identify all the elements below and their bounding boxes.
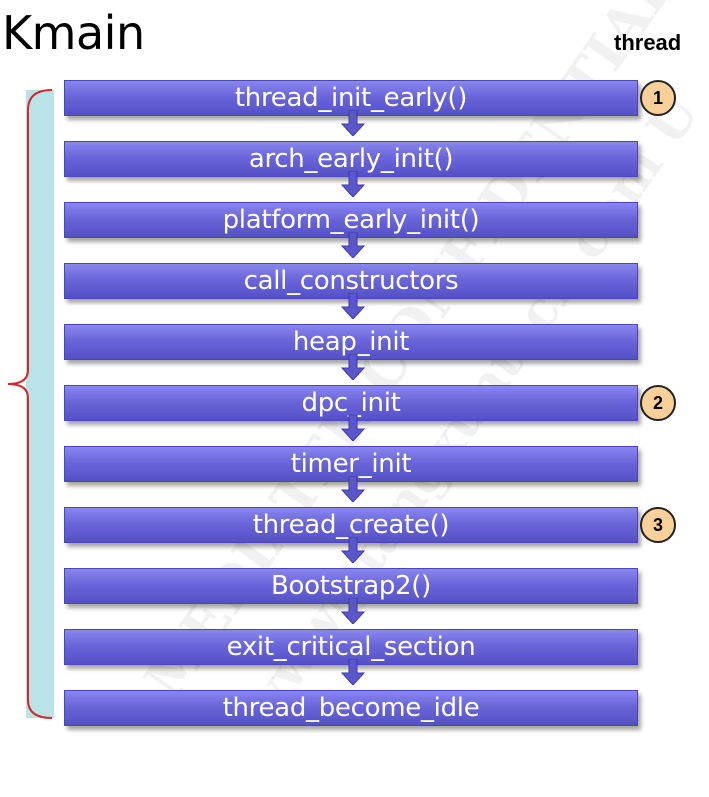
step-number-badge: 1 <box>640 80 676 116</box>
flow-step: Bootstrap2() <box>64 568 638 604</box>
step-number-badge: 3 <box>640 507 676 543</box>
flow-step: dpc_init <box>64 385 638 421</box>
flow-step: thread_init_early() <box>64 80 638 116</box>
flow-step: thread_create() <box>64 507 638 543</box>
flow-step: platform_early_init() <box>64 202 638 238</box>
flow-step: thread_become_idle <box>64 690 638 726</box>
thread-label: thread <box>614 30 682 55</box>
flow-step: exit_critical_section <box>64 629 638 665</box>
flow-step: timer_init <box>64 446 638 482</box>
page-title: Kmain <box>2 6 145 60</box>
flow-step: call_constructors <box>64 263 638 299</box>
flow-step: arch_early_init() <box>64 141 638 177</box>
flow-step: heap_init <box>64 324 638 360</box>
step-number-badge: 2 <box>640 385 676 421</box>
